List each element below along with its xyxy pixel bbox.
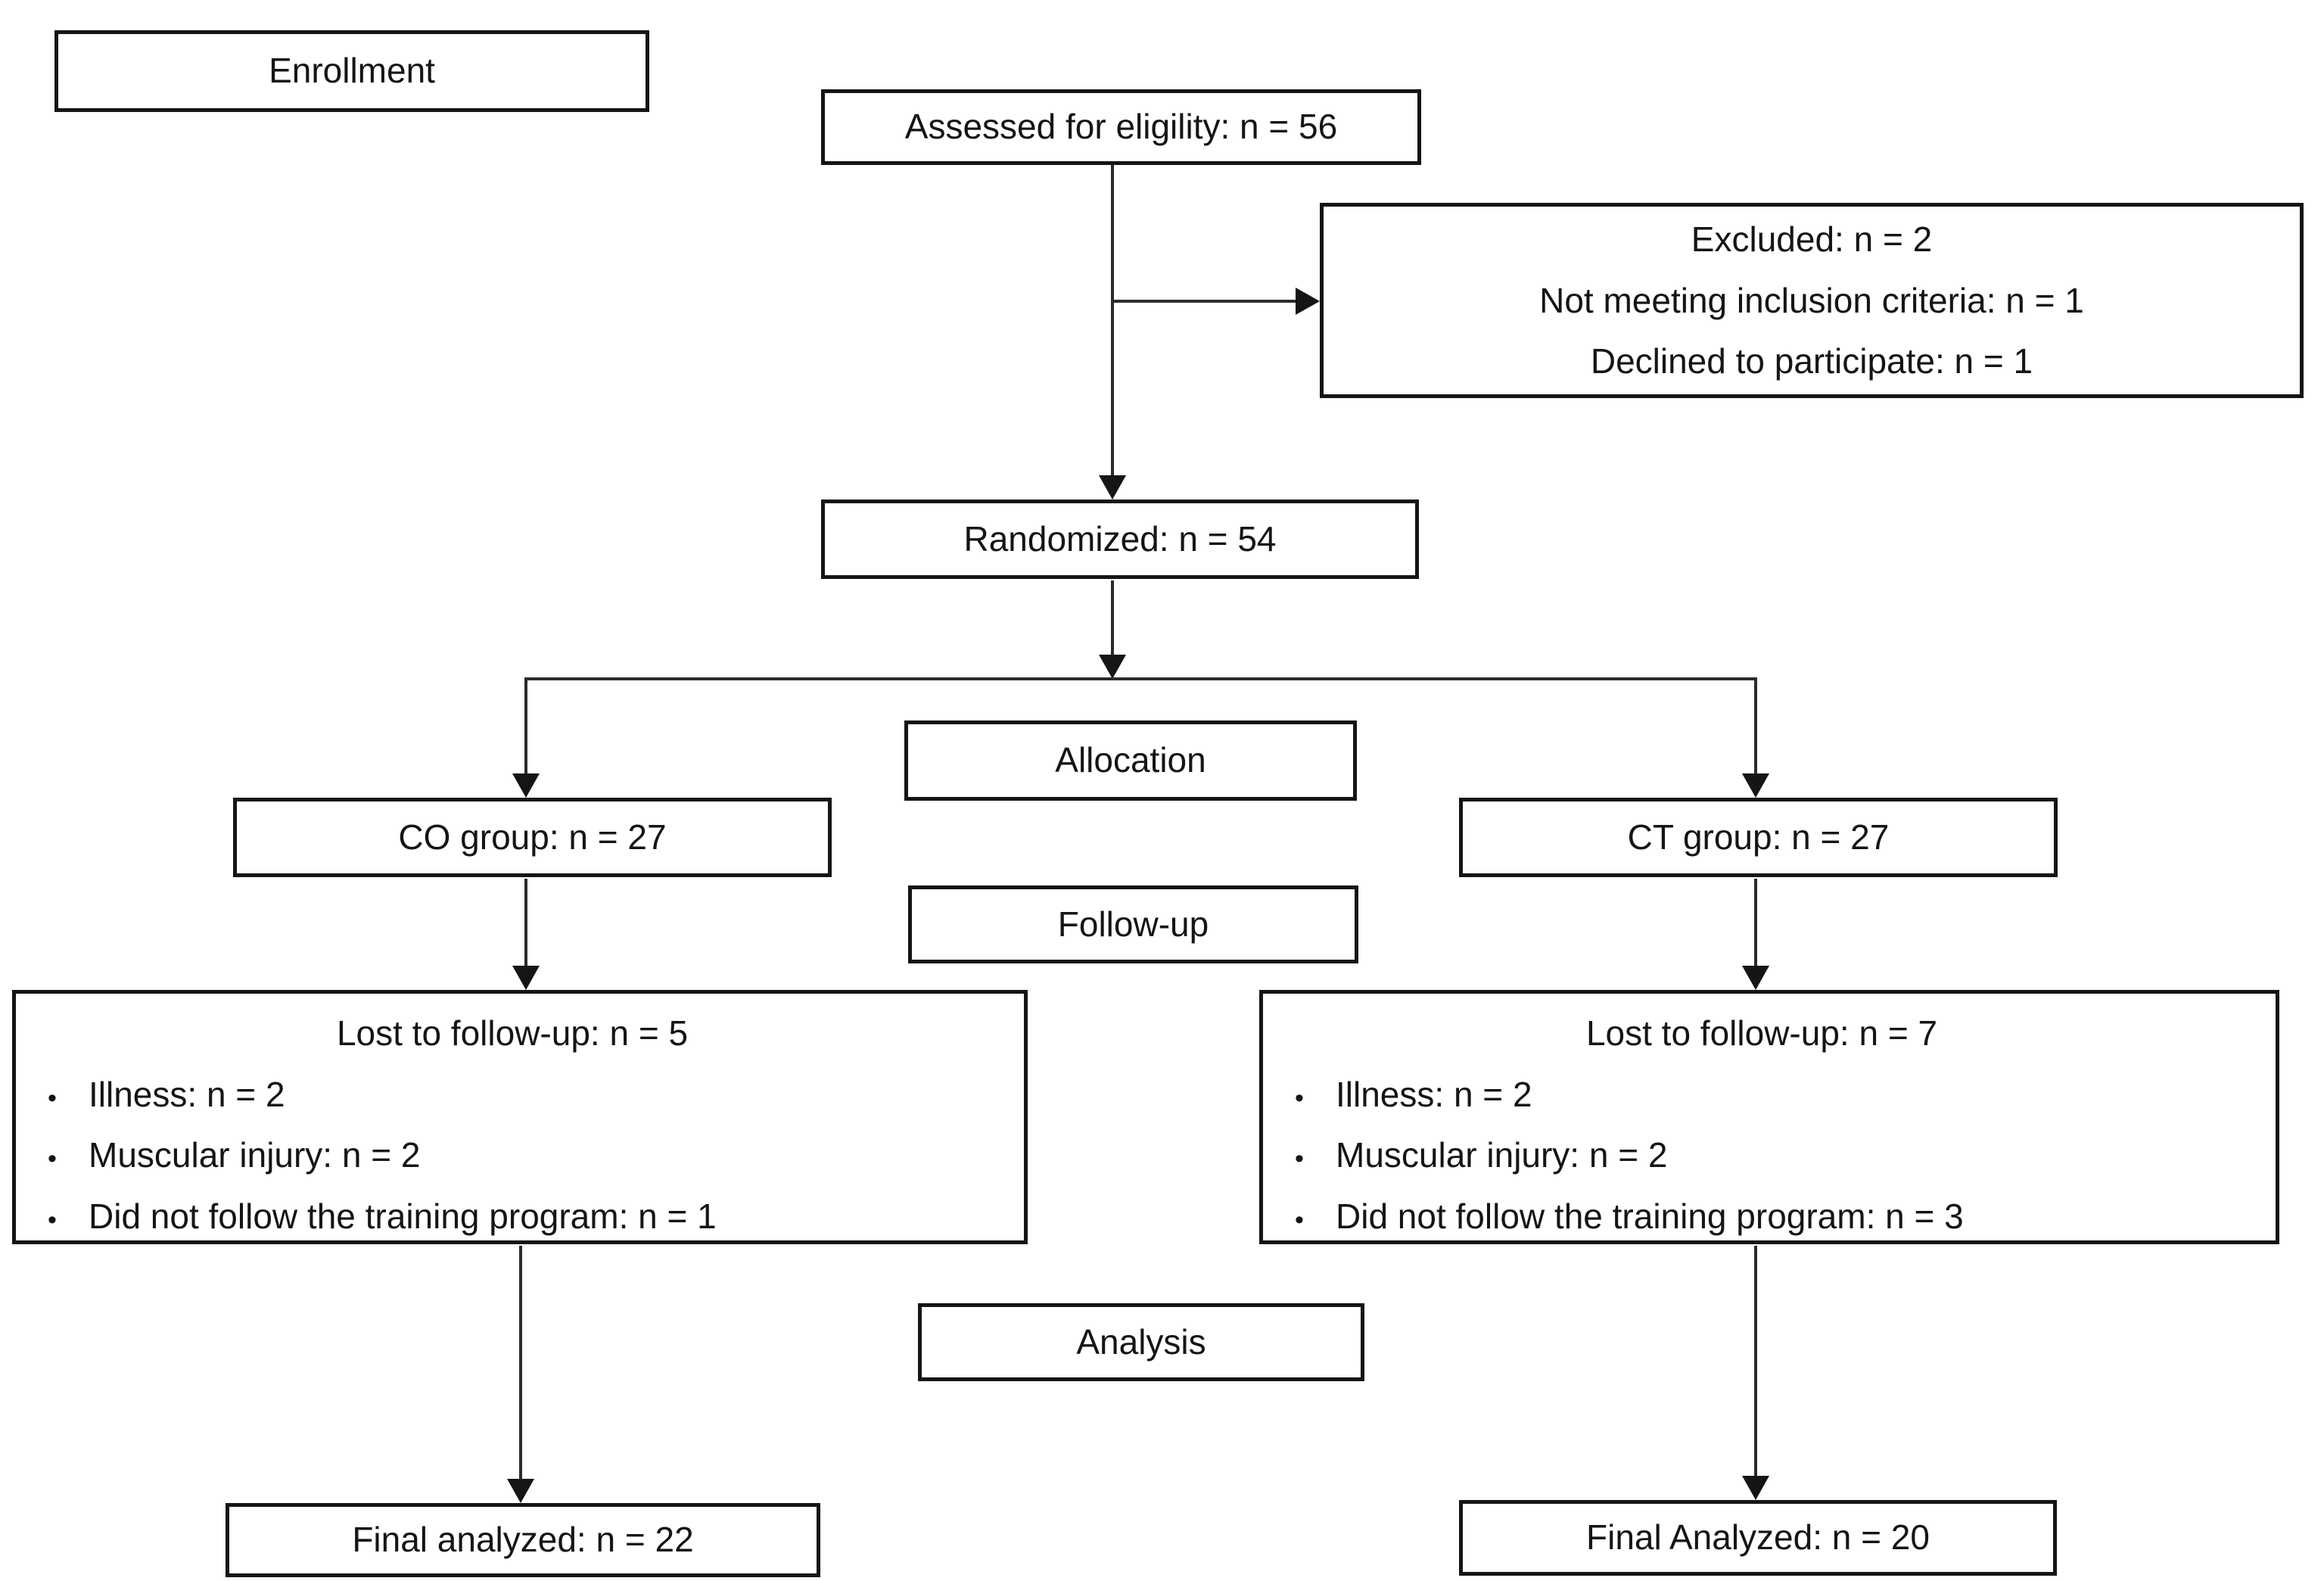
- node-co-group: CO group: n = 27: [233, 798, 832, 877]
- line-co-group-to-lost-co: [524, 879, 527, 966]
- lost-co-bullet-muscular-injury: • Muscular injury: n = 2: [16, 1125, 1009, 1186]
- arrowhead-into-final-co: [507, 1479, 534, 1503]
- stage-box-allocation: Allocation: [904, 720, 1357, 801]
- line-splitter-to-ct-group: [1754, 679, 1757, 774]
- line-ct-group-to-lost-ct: [1754, 879, 1757, 966]
- arrowhead-into-co-group: [512, 773, 540, 798]
- arrowhead-into-final-ct: [1742, 1476, 1769, 1500]
- node-final-analyzed-ct-label: Final Analyzed: n = 20: [1586, 1517, 1930, 1558]
- arrowhead-into-excluded: [1296, 288, 1320, 315]
- node-co-group-label: CO group: n = 27: [398, 817, 667, 857]
- line-lost-ct-to-final-ct: [1754, 1246, 1757, 1477]
- lost-co-bullet-illness: • Illness: n = 2: [16, 1064, 1009, 1125]
- lost-ct-bullet-illness-text: Illness: n = 2: [1336, 1074, 1532, 1114]
- node-randomized: Randomized: n = 54: [821, 500, 1419, 579]
- line-assessed-to-randomized: [1111, 165, 1114, 478]
- excluded-line-inclusion-criteria: Not meeting inclusion criteria: n = 1: [1539, 280, 2084, 320]
- excluded-line-declined: Declined to participate: n = 1: [1590, 341, 2033, 381]
- node-final-analyzed-ct: Final Analyzed: n = 20: [1459, 1500, 2057, 1576]
- lost-ct-bullet-muscular-injury: • Muscular injury: n = 2: [1263, 1125, 2260, 1186]
- bullet-icon: •: [48, 1083, 57, 1113]
- arrowhead-into-lost-ct: [1742, 966, 1769, 990]
- arrowhead-into-ct-group: [1742, 773, 1769, 798]
- line-branch-to-excluded: [1112, 300, 1299, 303]
- lost-co-bullet-did-not-follow-text: Did not follow the training program: n =…: [89, 1196, 717, 1236]
- line-splitter-to-co-group: [524, 679, 527, 774]
- lost-ct-bullet-illness: • Illness: n = 2: [1263, 1064, 2260, 1125]
- lost-co-bullet-muscular-injury-text: Muscular injury: n = 2: [89, 1135, 421, 1175]
- node-final-analyzed-co-label: Final analyzed: n = 22: [352, 1520, 694, 1560]
- node-lost-followup-ct: Lost to follow-up: n = 7 • Illness: n = …: [1259, 990, 2279, 1244]
- bullet-icon: •: [48, 1144, 57, 1173]
- node-assessed-label: Assessed for eligility: n = 56: [904, 107, 1338, 147]
- stage-label-followup: Follow-up: [1057, 904, 1209, 944]
- node-excluded: Excluded: n = 2 Not meeting inclusion cr…: [1320, 203, 2304, 398]
- stage-label-allocation: Allocation: [1055, 740, 1206, 780]
- node-ct-group-label: CT group: n = 27: [1627, 817, 1890, 857]
- line-allocation-splitter: [524, 677, 1757, 680]
- node-assessed-for-eligibility: Assessed for eligility: n = 56: [821, 89, 1421, 165]
- stage-box-followup: Follow-up: [908, 885, 1358, 963]
- lost-co-bullet-illness-text: Illness: n = 2: [89, 1074, 285, 1114]
- lost-ct-bullet-did-not-follow: • Did not follow the training program: n…: [1263, 1186, 2260, 1247]
- stage-box-enrollment: Enrollment: [54, 30, 649, 112]
- lost-co-title: Lost to follow-up: n = 5: [336, 1013, 689, 1053]
- stage-label-analysis: Analysis: [1076, 1321, 1206, 1362]
- excluded-line-total: Excluded: n = 2: [1691, 219, 1933, 260]
- node-final-analyzed-co: Final analyzed: n = 22: [226, 1503, 820, 1577]
- lost-ct-bullet-did-not-follow-text: Did not follow the training program: n =…: [1336, 1196, 1964, 1236]
- arrowhead-into-lost-co: [512, 966, 540, 990]
- lost-co-bullet-did-not-follow: • Did not follow the training program: n…: [16, 1186, 1009, 1247]
- bullet-icon: •: [48, 1205, 57, 1234]
- node-lost-followup-co: Lost to follow-up: n = 5 • Illness: n = …: [12, 990, 1028, 1244]
- arrowhead-into-splitter: [1099, 655, 1126, 679]
- lost-ct-title: Lost to follow-up: n = 7: [1585, 1013, 1938, 1053]
- stage-label-enrollment: Enrollment: [269, 51, 435, 91]
- node-ct-group: CT group: n = 27: [1459, 798, 2058, 877]
- node-randomized-label: Randomized: n = 54: [963, 518, 1277, 559]
- line-randomized-to-splitter: [1111, 580, 1114, 656]
- line-lost-co-to-final-co: [519, 1246, 522, 1480]
- arrowhead-into-randomized: [1099, 475, 1126, 500]
- bullet-icon: •: [1295, 1144, 1304, 1173]
- bullet-icon: •: [1295, 1083, 1304, 1113]
- lost-ct-bullet-muscular-injury-text: Muscular injury: n = 2: [1336, 1135, 1668, 1175]
- bullet-icon: •: [1295, 1205, 1304, 1234]
- stage-box-analysis: Analysis: [918, 1303, 1364, 1381]
